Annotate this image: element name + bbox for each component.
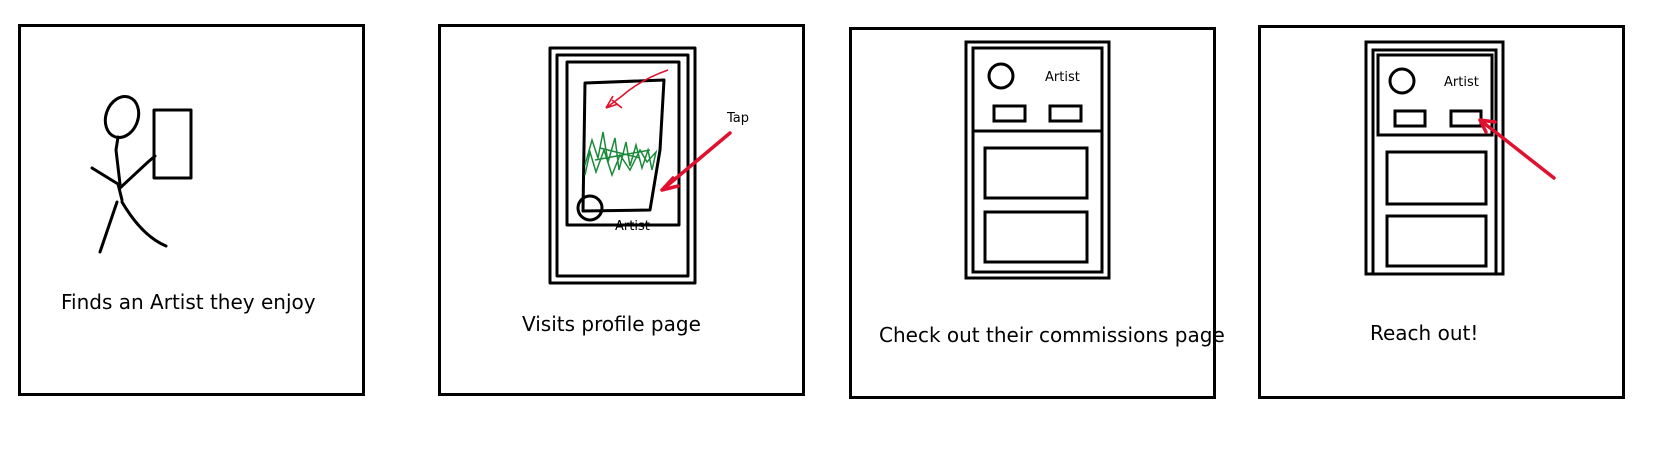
artist-name-label: Artist bbox=[615, 219, 650, 234]
storyboard-panel-4 bbox=[1258, 25, 1625, 399]
avatar-circle-icon bbox=[987, 62, 1015, 90]
avatar-circle-icon bbox=[576, 194, 604, 222]
panel-4-caption: Reach out! bbox=[1370, 321, 1479, 345]
commission-card bbox=[1385, 150, 1488, 206]
button-icon bbox=[992, 104, 1027, 123]
panel-1-caption: Finds an Artist they enjoy bbox=[61, 290, 316, 314]
artwork-arrow-scribble bbox=[605, 69, 669, 109]
button-icon bbox=[1048, 104, 1083, 123]
artist-name-label: Artist bbox=[1045, 70, 1080, 85]
artwork-green-scribble bbox=[584, 131, 658, 178]
panel-2-caption: Visits profile page bbox=[522, 312, 701, 336]
commission-card bbox=[983, 210, 1089, 264]
phone-icon bbox=[548, 46, 697, 285]
button-icon bbox=[1449, 109, 1483, 128]
stick-figure-icon bbox=[90, 95, 193, 254]
phone-icon bbox=[152, 108, 193, 180]
button-icon bbox=[1393, 109, 1427, 128]
panel-3-caption: Check out their commissions page bbox=[879, 323, 1225, 347]
avatar-circle-icon bbox=[1388, 67, 1416, 95]
commission-card bbox=[1385, 214, 1488, 268]
phone-icon bbox=[964, 40, 1111, 280]
tap-arrow-icon bbox=[1478, 118, 1556, 180]
tap-label: Tap bbox=[727, 111, 750, 126]
phone-icon bbox=[1364, 40, 1505, 276]
artist-name-label: Artist bbox=[1444, 75, 1479, 90]
storyboard-panel-1 bbox=[18, 24, 365, 396]
tap-arrow-icon bbox=[660, 131, 732, 192]
commission-card bbox=[983, 146, 1089, 200]
